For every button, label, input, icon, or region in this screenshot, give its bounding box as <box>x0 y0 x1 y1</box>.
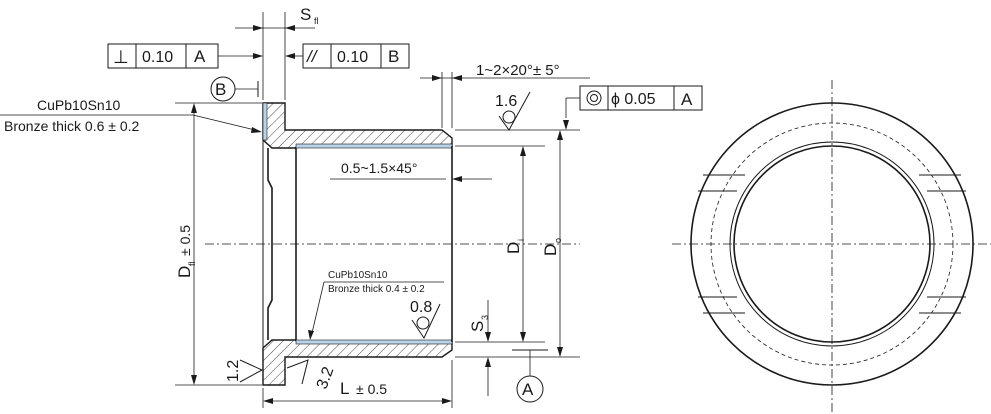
concentricity-frame: ϕ 0.05 A <box>563 85 703 130</box>
bottom-wall-section <box>262 339 453 386</box>
s3-subscript: 3 <box>480 315 490 320</box>
parallelism-frame: // 0.10 B <box>285 43 410 69</box>
bore-outer-circle <box>729 141 935 347</box>
length-tolerance: ± 0.5 <box>356 381 387 397</box>
material-note-inner-line1: CuPb10Sn10 <box>328 270 388 281</box>
bronze-layer-top <box>295 143 453 149</box>
flange-outer-circle <box>690 102 974 386</box>
concentricity-value: ϕ 0.05 <box>611 91 656 108</box>
datum-a-label: A <box>522 380 534 399</box>
hidden-body-circle <box>710 122 954 366</box>
length-label: L <box>340 379 349 398</box>
top-wall-section <box>262 102 453 149</box>
chamfer-inner-label: 0.5~1.5×45° <box>341 160 417 176</box>
perpendicularity-icon: ⊥ <box>113 47 129 67</box>
datum-a: A <box>512 349 548 403</box>
material-note-outer: CuPb10Sn10 Bronze thick 0.6 ± 0.2 <box>0 97 262 134</box>
surface-finish-flange-back-value: 3.2 <box>314 365 338 392</box>
perpendicularity-frame: ⊥ 0.10 A <box>107 43 263 69</box>
di-do-dimensions: D i D o <box>455 129 580 358</box>
di-subscript: i <box>516 239 526 241</box>
parallelism-icon: // <box>306 47 319 66</box>
surface-finish-flange-face-value: 1.2 <box>225 360 242 382</box>
length-dimension: L ± 0.5 <box>262 360 453 408</box>
datum-b: B <box>210 76 259 102</box>
d-fl-tolerance: ± 0.5 <box>177 225 193 256</box>
s3-dimension: S 3 <box>468 300 491 396</box>
bore-inner-circle <box>733 145 931 343</box>
chamfer-outer-dimension: 1~2×20°± 5° <box>420 62 590 128</box>
material-note-inner: CuPb10Sn10 Bronze thick 0.4 ± 0.2 <box>308 270 444 340</box>
perpendicularity-value: 0.10 <box>142 49 173 66</box>
material-note-outer-line2: Bronze thick 0.6 ± 0.2 <box>4 118 140 134</box>
s-fl-label: S <box>300 5 311 24</box>
surface-finish-flange: 1.2 3.2 <box>225 359 338 392</box>
end-view <box>672 80 991 414</box>
d-fl-label: D <box>175 266 194 278</box>
chamfer-outer-label: 1~2×20°± 5° <box>476 62 560 79</box>
parallelism-datum: B <box>388 47 399 66</box>
chamfer-inner-dimension: 0.5~1.5×45° <box>330 160 492 182</box>
parallelism-value: 0.10 <box>337 49 368 66</box>
do-label: D <box>541 244 560 256</box>
concentricity-datum: A <box>681 90 693 109</box>
d-fl-dimension: D fl ± 0.5 <box>175 102 262 386</box>
bronze-layer-flange <box>262 102 268 141</box>
surface-finish-outer: 1.6 <box>495 91 531 131</box>
material-note-outer-line1: CuPb10Sn10 <box>37 97 121 113</box>
surface-finish-inner-value: 0.8 <box>410 299 432 316</box>
surface-finish-inner: 0.8 <box>410 299 441 340</box>
material-note-inner-line2: Bronze thick 0.4 ± 0.2 <box>328 284 425 295</box>
section-view <box>205 102 580 386</box>
perpendicularity-datum: A <box>194 47 206 66</box>
datum-b-label: B <box>215 80 226 99</box>
s3-label: S <box>468 321 487 332</box>
do-subscript: o <box>553 238 563 243</box>
s-fl-subscript: fl <box>314 16 319 26</box>
di-label: D <box>504 242 523 254</box>
flange-back-face <box>267 148 273 340</box>
d-fl-subscript: fl <box>187 261 197 266</box>
surface-finish-outer-value: 1.6 <box>495 93 517 110</box>
bronze-layer-bottom <box>295 339 453 345</box>
